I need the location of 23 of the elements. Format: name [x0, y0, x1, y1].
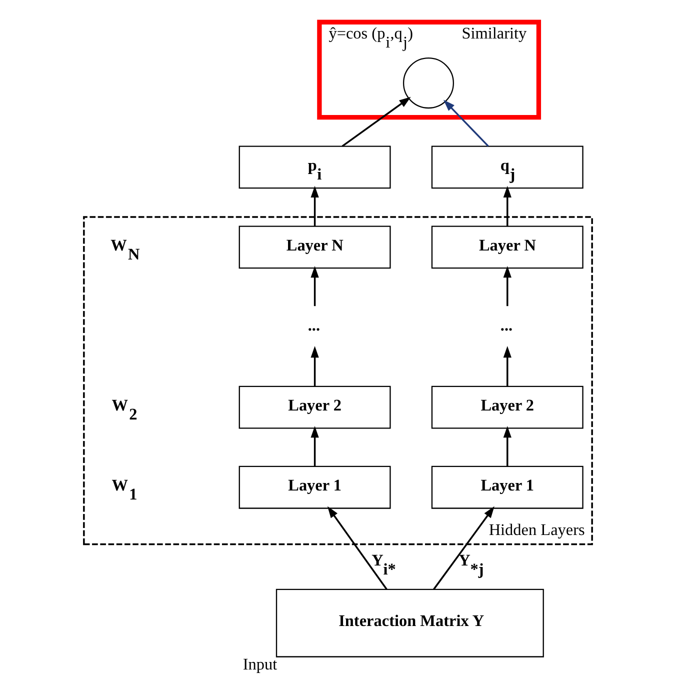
arrow — [502, 426, 511, 466]
node-text: ... — [500, 316, 512, 334]
arrow — [310, 346, 318, 386]
node-box: Layer N — [238, 226, 390, 269]
node-box: Layer 2 — [238, 386, 390, 429]
arrow — [432, 506, 494, 590]
arrow — [326, 506, 387, 590]
node-label: Input — [242, 656, 277, 674]
arrow — [310, 426, 318, 466]
arrow — [502, 266, 511, 306]
node-box: Layer N — [430, 226, 583, 269]
node-box: Layer 2 — [430, 386, 583, 429]
arrow — [310, 266, 318, 306]
node-text: ... — [307, 316, 320, 334]
node-circle — [402, 58, 454, 109]
arrow — [341, 96, 410, 147]
arrow — [502, 346, 511, 386]
node-box: Layer 1 — [238, 466, 390, 509]
node-box: Interaction Matrix Y — [275, 588, 544, 658]
arrow — [502, 186, 511, 226]
arrow — [310, 186, 318, 226]
node-box: Layer 1 — [430, 466, 583, 509]
arrow — [442, 100, 488, 147]
